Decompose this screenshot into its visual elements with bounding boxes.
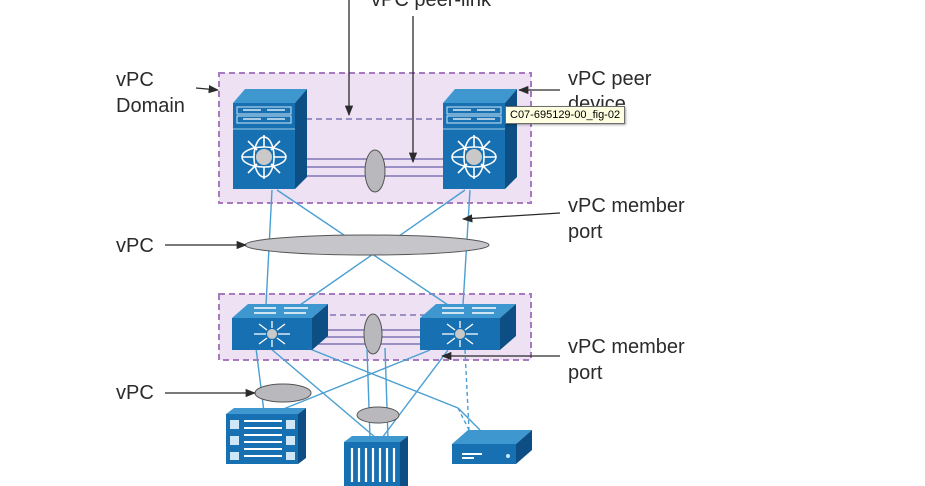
blade-server-icon bbox=[226, 408, 306, 464]
domain-label-line2: Domain bbox=[116, 95, 185, 117]
access-switch-left-icon bbox=[232, 303, 328, 351]
peer-link-bundle bbox=[364, 149, 386, 193]
downlink-lines bbox=[255, 344, 481, 439]
nexus-switch-left-icon bbox=[233, 89, 307, 189]
vpc-port-channel-upper bbox=[244, 234, 490, 256]
vpc-upper-label: vPC bbox=[116, 235, 154, 257]
member-port-label-2-line2: port bbox=[568, 362, 603, 384]
nexus-switch-right-icon bbox=[443, 89, 517, 189]
peer-link-label: vPC peer-link bbox=[371, 0, 492, 11]
vpc-lower-label: vPC bbox=[116, 382, 154, 404]
server-chassis-icon bbox=[344, 436, 408, 486]
image-tooltip: C07-695129-00_fig-02 bbox=[505, 106, 626, 124]
member-port-label-1-line2: port bbox=[568, 221, 603, 243]
member-port-label-2-line1: vPC member bbox=[568, 336, 685, 358]
domain-label-line1: vPC bbox=[116, 69, 154, 91]
member-port-label-1-line1: vPC member bbox=[568, 195, 685, 217]
access-switch-right-icon bbox=[420, 303, 516, 351]
peer-device-label-line1: vPC peer bbox=[568, 68, 652, 90]
access-peer-link-bundle bbox=[363, 313, 383, 355]
vpc-port-channel-lower bbox=[254, 383, 312, 403]
appliance-icon bbox=[452, 429, 532, 464]
annotation-arrows bbox=[165, 0, 561, 398]
server-port-channel bbox=[356, 406, 400, 424]
